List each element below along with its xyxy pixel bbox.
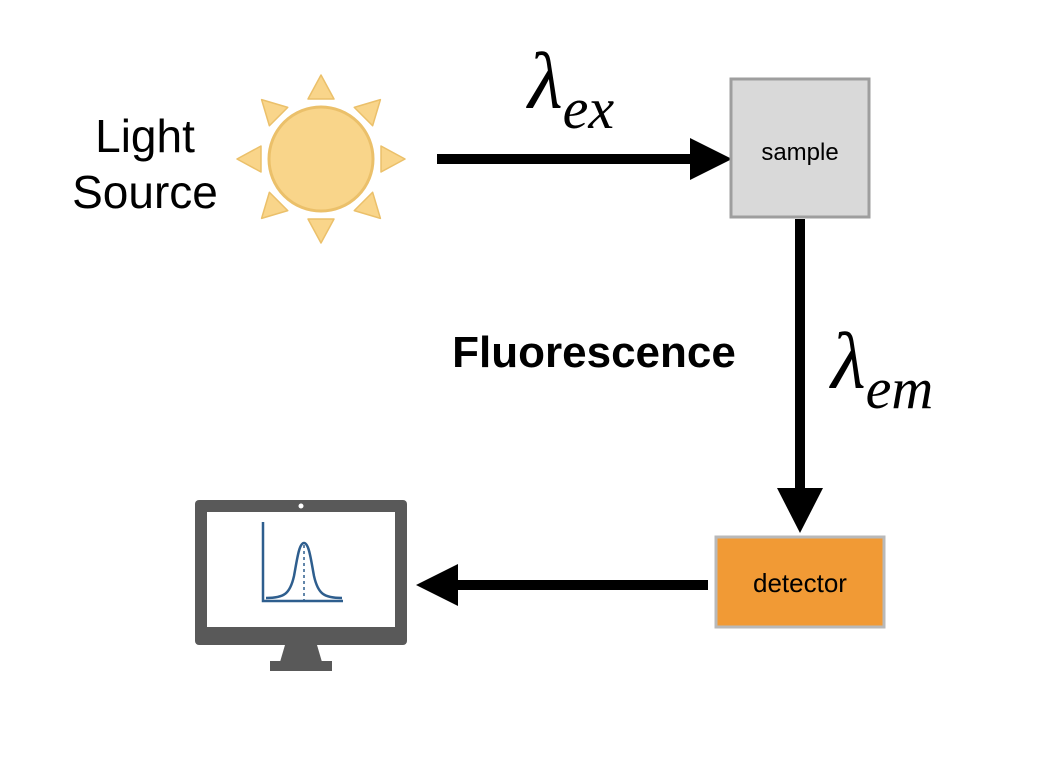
signal-arrow	[416, 564, 708, 606]
fluorescence-label: Fluorescence	[452, 328, 736, 377]
excitation-arrow	[437, 138, 732, 180]
excitation-subscript: ex	[563, 76, 615, 141]
emission-wavelength-label: λem	[829, 318, 933, 421]
light-source-label-line1: Light	[95, 110, 195, 162]
detector-box: detector	[714, 535, 886, 629]
sun-icon	[236, 74, 406, 244]
lambda-symbol: λ	[526, 38, 563, 126]
sample-label: sample	[761, 139, 838, 166]
emission-arrow	[777, 219, 823, 533]
emission-subscript: em	[866, 356, 934, 421]
sample-box: sample	[729, 77, 871, 219]
spectrum-plot-icon	[261, 522, 343, 603]
light-source-label-line2: Source	[72, 166, 218, 218]
lambda-symbol: λ	[829, 318, 866, 406]
monitor-icon	[195, 500, 407, 671]
excitation-wavelength-label: λex	[526, 38, 614, 141]
detector-label: detector	[753, 568, 847, 598]
